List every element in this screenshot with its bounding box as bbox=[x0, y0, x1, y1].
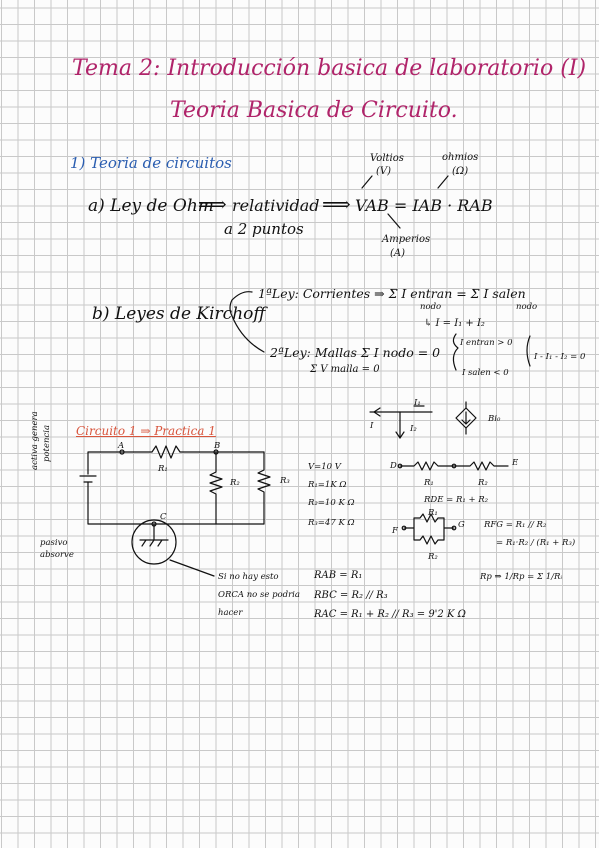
parallel-node-dot-f bbox=[401, 525, 407, 531]
ground-symbol bbox=[139, 523, 169, 547]
circuit-heading: Circuito 1 ⇒ Practica 1 bbox=[76, 424, 216, 438]
series-node-d: D bbox=[390, 461, 397, 471]
r1-label: R₁ bbox=[158, 464, 168, 474]
ohm-formula: VAB = IAB · RAB bbox=[355, 196, 493, 215]
current-i-label: I bbox=[370, 421, 374, 431]
node-c-label: C bbox=[160, 512, 167, 522]
r3-label: R₃ bbox=[280, 476, 290, 486]
kirchhoff-law-2-mesh: Σ V malla = 0 bbox=[310, 364, 380, 375]
note-pointer-line bbox=[169, 559, 215, 577]
circuit-wire-left bbox=[87, 451, 123, 475]
equivalent-rac: RAC = R₁ + R₂ // R₃ = 9'2 K Ω bbox=[314, 609, 466, 620]
ohmios-unit: (Ω) bbox=[452, 166, 469, 177]
value-r3: R₃=47 K Ω bbox=[308, 518, 355, 528]
ground-highlight-circle bbox=[131, 519, 177, 565]
ohm-law-label: a) Ley de Ohm bbox=[88, 196, 214, 216]
page-title-line-2: Teoria Basica de Circuito. bbox=[170, 98, 458, 123]
pasivo-label: pasivo bbox=[40, 538, 68, 548]
parallel-r2-label: R₂ bbox=[428, 552, 438, 562]
salen-label: I salen < 0 bbox=[462, 368, 509, 378]
circuit-wire-left-down bbox=[87, 481, 265, 525]
arrow-voltios bbox=[361, 175, 373, 189]
kirchhoff-law-1: 1ªLey: Corrientes ⇒ Σ I entran = Σ I sal… bbox=[258, 286, 526, 301]
current-i2-label: I₂ bbox=[410, 424, 417, 434]
two-points-text: a 2 puntos bbox=[224, 220, 304, 238]
series-node-e: E bbox=[512, 458, 519, 468]
kirchhoff-law-1-equation: ↳ I = I₁ + I₂ bbox=[424, 318, 485, 329]
value-voltage: V=10 V bbox=[308, 462, 341, 472]
implies-arrow-1: ⟹ bbox=[198, 192, 227, 216]
series-resistors bbox=[399, 461, 509, 471]
dependent-source-label: Bi₀ bbox=[488, 414, 501, 424]
kirchhoff-brace-right bbox=[452, 333, 459, 371]
value-r2: R₂=10 K Ω bbox=[308, 498, 355, 508]
current-i1-label: I₁ bbox=[414, 398, 421, 408]
equivalent-rab: RAB = R₁ bbox=[314, 570, 363, 581]
resistor-r2 bbox=[209, 451, 223, 525]
node-a-label: A bbox=[118, 441, 125, 451]
current-node-diagram bbox=[369, 405, 433, 439]
implies-arrow-2: ⟹ bbox=[322, 192, 351, 216]
amperios-label: Amperios bbox=[382, 234, 431, 245]
parallel-resistors bbox=[403, 513, 455, 545]
series-r2-label: R₂ bbox=[478, 478, 488, 488]
arrow-amperios bbox=[387, 213, 401, 229]
arrow-ohmios bbox=[437, 175, 449, 189]
amperios-unit: (A) bbox=[390, 248, 406, 259]
kirchhoff-label: b) Leyes de Kirchoff bbox=[92, 304, 266, 324]
voltios-label: Voltios bbox=[370, 153, 404, 164]
node-b-label: B bbox=[214, 441, 221, 451]
voltios-unit: (V) bbox=[376, 166, 392, 177]
relatividad-text: relatividad bbox=[232, 196, 320, 215]
parallel-node-dot-g bbox=[451, 525, 457, 531]
series-node-dot-2 bbox=[451, 463, 457, 469]
entran-label: I entran > 0 bbox=[460, 338, 513, 348]
rp-formula: Rp ⇒ 1/Rp = Σ 1/Rᵢ bbox=[480, 572, 563, 582]
nodo-label-1: nodo bbox=[420, 302, 442, 312]
page-title-line-1: Tema 2: Introducción basica de laborator… bbox=[72, 56, 587, 81]
series-node-dot-1 bbox=[397, 463, 403, 469]
note-line-3: hacer bbox=[218, 608, 243, 618]
kirchhoff-brace-result bbox=[526, 335, 531, 367]
note-line-1: Si no hay esto bbox=[218, 572, 279, 582]
node-a-dot bbox=[119, 449, 125, 455]
equivalent-rbc: RBC = R₂ // R₃ bbox=[314, 590, 388, 601]
kirchhoff-law-2: 2ªLey: Mallas Σ I nodo = 0 bbox=[270, 345, 441, 360]
ohmios-label: ohmios bbox=[442, 152, 479, 163]
parallel-node-f: F bbox=[392, 526, 398, 536]
resistor-r3 bbox=[257, 451, 271, 525]
section-heading-circuit-theory: 1) Teoria de circuitos bbox=[70, 154, 232, 172]
resistor-r1 bbox=[121, 445, 265, 459]
kirchhoff-brace bbox=[229, 291, 265, 353]
dependent-source-symbol bbox=[455, 401, 477, 435]
note-line-2: ORCA no se podria bbox=[218, 590, 300, 600]
circuit-1-schematic bbox=[79, 445, 271, 577]
series-r1-label: R₁ bbox=[424, 478, 434, 488]
parallel-r1-label: R₁ bbox=[428, 508, 438, 518]
absorve-label: absorve bbox=[40, 550, 74, 560]
parallel-equation-2: = R₁·R₂ / (R₁ + R₃) bbox=[496, 538, 576, 548]
r2-label: R₂ bbox=[230, 478, 240, 488]
value-r1: R₁=1K Ω bbox=[308, 480, 347, 490]
parallel-node-g: G bbox=[458, 520, 465, 530]
nodo-label-2: nodo bbox=[516, 302, 538, 312]
parallel-equation-1: RFG = R₁ // R₂ bbox=[484, 520, 547, 530]
kirchhoff-result: I - I₁ - I₂ = 0 bbox=[534, 352, 586, 362]
series-equation: RDE = R₁ + R₂ bbox=[424, 495, 489, 505]
